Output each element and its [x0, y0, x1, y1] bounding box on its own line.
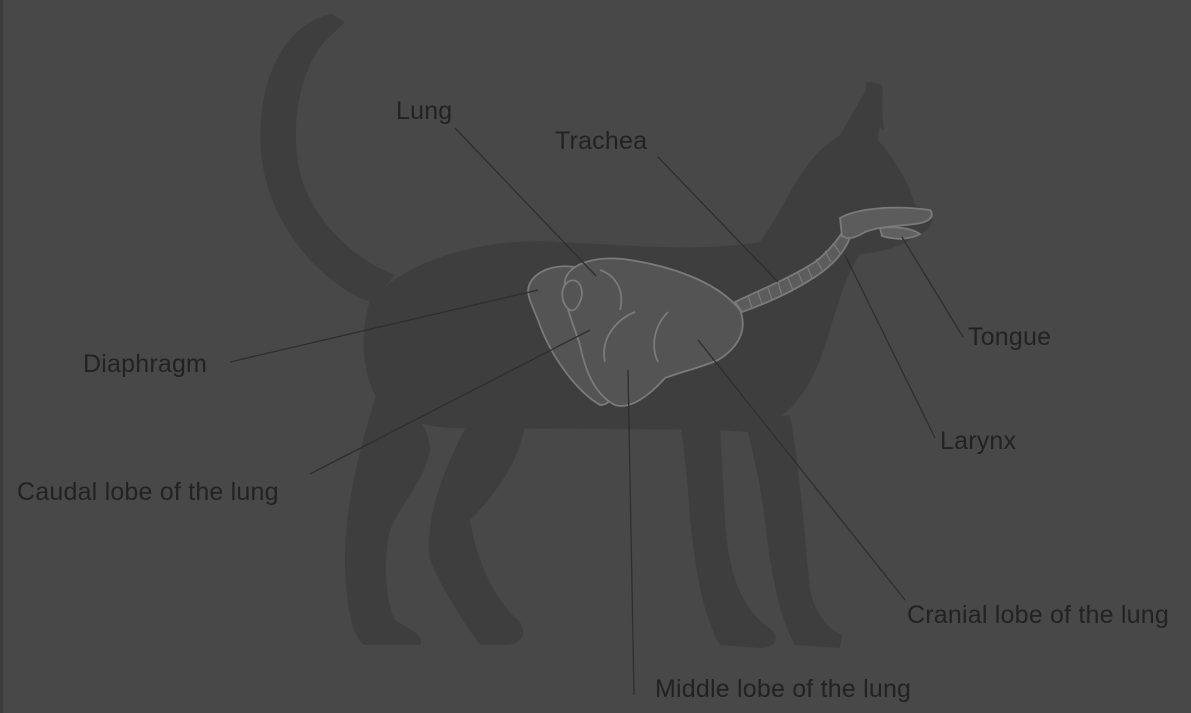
label-caudal-lobe: Caudal lobe of the lung [17, 480, 279, 505]
leader-tongue [902, 237, 963, 337]
label-tongue: Tongue [968, 325, 1051, 350]
label-middle-lobe: Middle lobe of the lung [655, 677, 911, 702]
label-larynx: Larynx [940, 429, 1016, 454]
label-cranial-lobe: Cranial lobe of the lung [907, 603, 1169, 628]
label-trachea: Trachea [555, 129, 647, 154]
label-diaphragm: Diaphragm [83, 352, 207, 377]
leader-larynx [845, 255, 935, 438]
label-lung: Lung [396, 99, 452, 124]
